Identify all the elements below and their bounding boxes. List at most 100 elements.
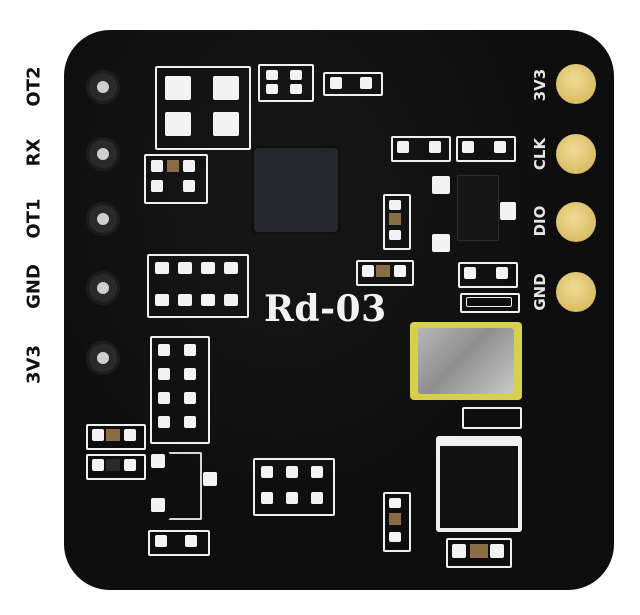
component-outline [462, 407, 522, 429]
smd-pad [184, 368, 196, 380]
capacitor-body [167, 160, 179, 172]
capacitor-body [389, 513, 401, 525]
smd-pad [261, 466, 273, 478]
capacitor-body [389, 213, 401, 225]
component-outline [86, 454, 146, 480]
capacitor-body [106, 429, 120, 441]
right-pin-label-3v3: 3V3 [531, 68, 549, 102]
smd-pad [389, 532, 401, 542]
smd-pad [397, 141, 409, 153]
smd-pad [496, 267, 508, 279]
smd-pad [92, 459, 104, 471]
smd-pad [178, 294, 192, 306]
smd-pad [151, 498, 165, 512]
component-outline [148, 530, 210, 556]
right-pin-label-gnd: GND [531, 273, 549, 311]
smd-pad [224, 294, 238, 306]
smd-pad [432, 234, 450, 252]
smd-pad [266, 70, 278, 80]
component-outline-sot [168, 452, 202, 520]
component-outline [258, 64, 314, 102]
smd-pad [286, 492, 298, 504]
smd-pad [389, 230, 401, 240]
diode-body [470, 544, 488, 558]
pin-hole-gnd [86, 271, 120, 305]
smd-pad [184, 416, 196, 428]
smd-pad [201, 294, 215, 306]
pin-hole-3v3 [86, 341, 120, 375]
smd-pad [311, 492, 323, 504]
smd-pad [165, 112, 191, 136]
component-outline [323, 72, 383, 96]
component-outline [356, 260, 414, 286]
smd-pad [494, 141, 506, 153]
smd-pad [261, 492, 273, 504]
smd-pad [464, 267, 476, 279]
crystal-oscillator [418, 328, 514, 394]
smd-pad [155, 535, 167, 547]
component-outline [446, 538, 512, 568]
smd-pad [224, 262, 238, 274]
smd-pad [286, 466, 298, 478]
smd-pad [201, 262, 215, 274]
smd-pad [92, 429, 104, 441]
component-outline [383, 492, 411, 552]
component-outline-array [147, 254, 249, 318]
smd-pad [178, 262, 192, 274]
smd-pad [490, 544, 504, 558]
component-outline [458, 262, 518, 288]
component-outline [456, 136, 516, 162]
regulator-chip [458, 176, 498, 240]
module-title: Rd-03 [264, 288, 387, 330]
component-outline-quad [155, 66, 251, 150]
smd-pad [184, 392, 196, 404]
qfn-chip [254, 148, 338, 232]
smd-pad [462, 141, 474, 153]
smd-pad [158, 416, 170, 428]
resistor-body [106, 459, 120, 471]
pin-hole-ot1 [86, 202, 120, 236]
smd-pad [432, 176, 450, 194]
smd-pad [500, 202, 516, 220]
gold-pad-3v3 [556, 64, 596, 104]
component-outline-array [253, 458, 335, 516]
smd-pad [290, 84, 302, 94]
smd-pad [124, 459, 136, 471]
smd-pad [429, 141, 441, 153]
smd-pad [151, 180, 163, 192]
smd-pad [151, 160, 163, 172]
gold-pad-clk [556, 134, 596, 174]
smd-pad [124, 429, 136, 441]
smd-pad [158, 344, 170, 356]
smd-pad [466, 297, 512, 307]
component-outline [383, 194, 411, 250]
smd-pad [452, 544, 466, 558]
pin-hole-ot2 [86, 70, 120, 104]
component-outline [144, 154, 208, 204]
power-inductor-core [440, 446, 518, 528]
smd-pad [203, 472, 217, 486]
component-outline [391, 136, 451, 162]
gold-pad-dio [556, 202, 596, 242]
right-pin-label-clk: CLK [531, 137, 549, 171]
component-outline-stack [150, 336, 210, 444]
smd-pad [185, 535, 197, 547]
smd-pad [213, 76, 239, 100]
smd-pad [155, 294, 169, 306]
smd-pad [311, 466, 323, 478]
smd-pad [290, 70, 302, 80]
smd-pad [151, 454, 165, 468]
smd-pad [266, 84, 278, 94]
smd-pad [362, 265, 374, 277]
component-outline [460, 293, 520, 313]
pin-hole-rx [86, 137, 120, 171]
smd-pad [389, 498, 401, 508]
left-pin-label-3v3: 3V3 [23, 345, 45, 384]
gold-pad-gnd [556, 272, 596, 312]
smd-pad [394, 265, 406, 277]
smd-pad [330, 77, 342, 89]
smd-pad [155, 262, 169, 274]
smd-pad [158, 368, 170, 380]
smd-pad [158, 392, 170, 404]
smd-pad [213, 112, 239, 136]
